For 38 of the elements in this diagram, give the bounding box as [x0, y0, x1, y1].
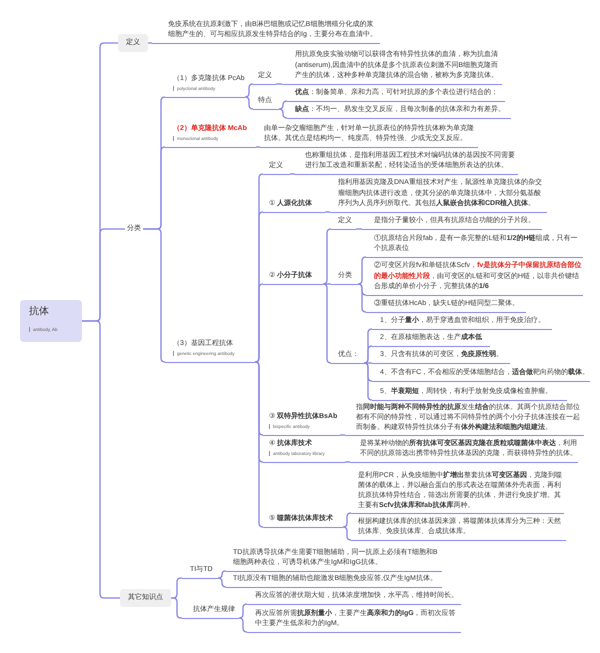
connector-line — [171, 597, 182, 619]
underlined-branch — [165, 74, 245, 98]
underlined-branch — [165, 339, 255, 363]
underlined-branch — [263, 412, 340, 436]
connector-line — [256, 146, 260, 148]
connector-line — [357, 283, 367, 313]
connector-line — [290, 173, 295, 175]
connector-line — [363, 362, 373, 401]
connector-line — [357, 256, 367, 285]
connector-line — [171, 577, 182, 599]
connector-line — [364, 362, 372, 364]
connector-line — [340, 434, 345, 436]
connector-line — [143, 228, 166, 363]
connector-line — [254, 283, 264, 363]
connector-line — [218, 570, 226, 579]
connector-line — [276, 83, 282, 85]
underlined-branch — [165, 124, 256, 148]
topic-title: 抗体 — [29, 306, 50, 318]
connector-line — [322, 228, 332, 285]
connector-line — [363, 345, 373, 364]
connector-line — [323, 283, 331, 285]
connector-line — [278, 100, 288, 110]
connector-line — [244, 83, 254, 98]
central-topic-box — [20, 300, 82, 342]
connector-line — [254, 361, 264, 528]
underlined-branch — [263, 439, 345, 463]
connector-line — [342, 512, 352, 528]
connector-line — [325, 211, 330, 213]
connector-line — [82, 320, 120, 599]
connector-line — [345, 461, 350, 463]
connector-line — [356, 228, 362, 230]
connector-line — [322, 283, 332, 364]
connector-line — [217, 577, 227, 588]
connector-line — [342, 526, 352, 541]
connector-line — [238, 603, 248, 619]
connector-line — [244, 96, 254, 110]
connector-line — [278, 108, 288, 119]
connector-line — [238, 617, 248, 633]
